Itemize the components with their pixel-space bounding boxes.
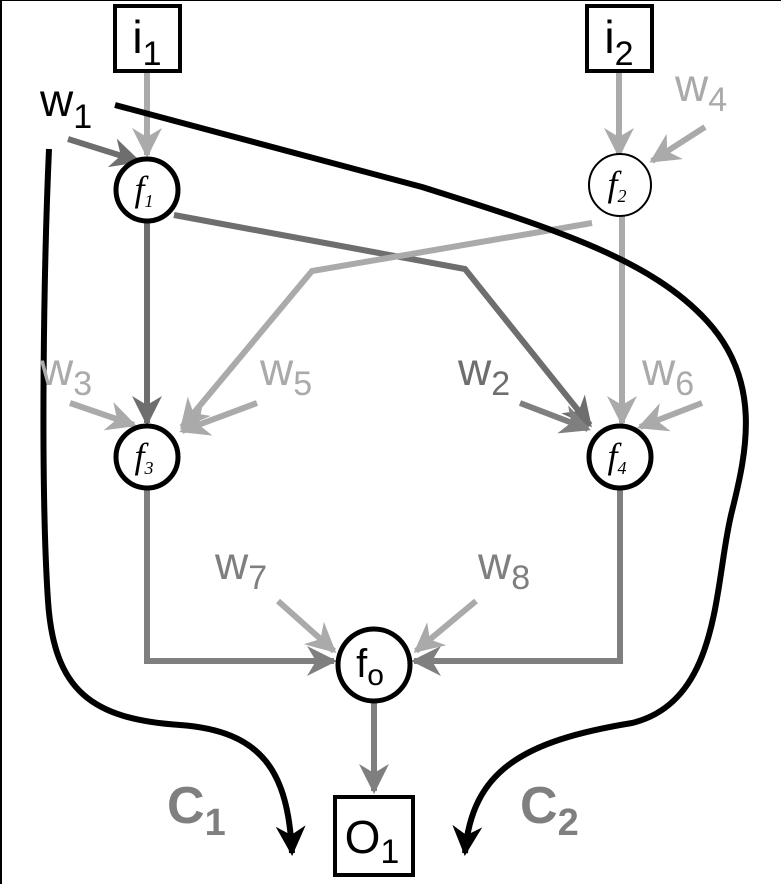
input-i2-base: i: [604, 11, 614, 63]
edge-f2-f3: [179, 220, 593, 430]
input-i1-base: i: [132, 11, 142, 63]
input-i2-sub: 2: [615, 35, 634, 73]
label-w2: w2: [457, 343, 510, 403]
node-f2: f2: [588, 153, 652, 217]
svg-text:O1: O1: [345, 811, 400, 871]
edge-w3-f3: [69, 400, 137, 431]
node-f4-sub: 4: [618, 458, 627, 478]
edge-w7-fo: [276, 598, 337, 654]
cut-curve-c1: [40, 148, 306, 856]
node-fo-base: f: [356, 642, 368, 686]
svg-text:fo: fo: [356, 642, 384, 692]
edge-w8-fo: [413, 598, 478, 654]
node-fo-sub: o: [367, 659, 384, 692]
output-o1-base: O: [345, 811, 381, 863]
edge-w6-f4: [637, 400, 704, 432]
node-f2-sub: 2: [618, 186, 627, 206]
label-c2: C2: [520, 777, 579, 844]
node-f1-sub: 1: [145, 191, 154, 211]
label-w7: w7: [214, 537, 267, 597]
node-f4: f4: [586, 423, 654, 491]
label-w3: w3: [39, 343, 92, 403]
edge-f1-f4: [173, 212, 593, 428]
cut-curve-c2: [114, 102, 749, 856]
node-f1: f1: [113, 156, 181, 224]
svg-text:i2: i2: [604, 11, 633, 73]
input-i1: i1: [113, 4, 182, 73]
label-w6: w6: [641, 343, 694, 403]
label-w4: w4: [674, 59, 727, 119]
input-i2: i2: [585, 4, 654, 73]
edge-w2-f4: [518, 400, 591, 434]
node-f3-sub: 3: [144, 458, 154, 478]
label-c1: C1: [167, 777, 226, 844]
label-w1: w1: [39, 74, 92, 136]
output-o1: O1: [333, 795, 415, 877]
edge-f4-fo: [411, 488, 623, 676]
node-f3: f3: [113, 423, 181, 491]
edge-f3-fo: [144, 488, 337, 676]
output-o1-sub: 1: [380, 833, 399, 871]
edge-w5-f3: [179, 400, 259, 436]
edge-w4-f2: [649, 124, 707, 164]
label-w5: w5: [259, 343, 312, 403]
label-w8: w8: [477, 537, 530, 597]
edge-w1-f1: [67, 136, 141, 168]
svg-text:i1: i1: [132, 11, 161, 73]
input-i1-sub: 1: [143, 35, 162, 73]
node-fo: fo: [335, 626, 413, 704]
